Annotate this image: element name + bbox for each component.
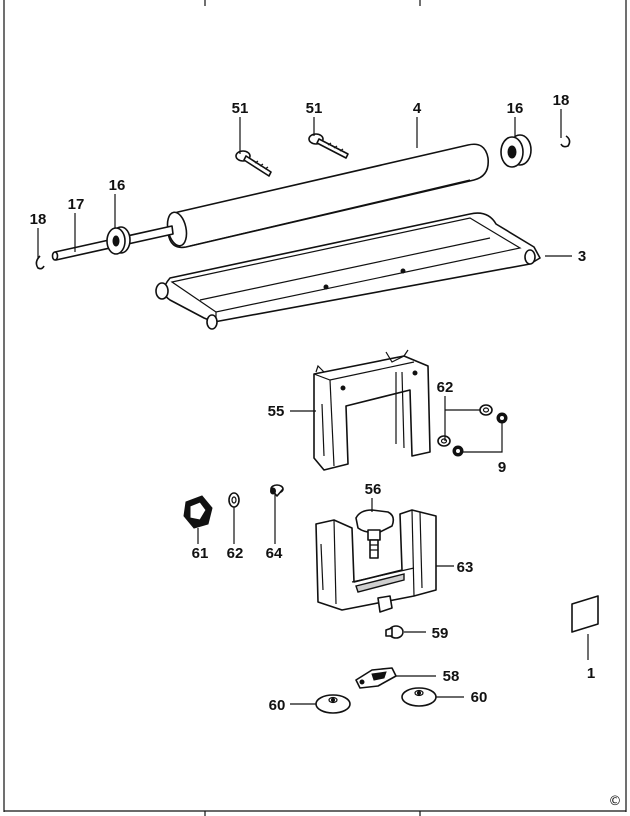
label-62-upper: 62 (437, 379, 454, 396)
label-18-left: 18 (30, 211, 47, 228)
callout-labels: 51 51 4 16 18 16 17 18 3 62 55 9 56 61 6… (30, 92, 596, 714)
circlip-right-part-18 (560, 135, 571, 148)
clip-part-58 (355, 667, 397, 689)
label-63: 63 (457, 559, 474, 576)
label-51-right: 51 (306, 100, 323, 117)
page-frame (3, 0, 627, 816)
label-60-right: 60 (471, 689, 488, 706)
label-3: 3 (578, 248, 586, 265)
label-18-right: 18 (553, 92, 570, 109)
foot-right-part-60 (401, 687, 437, 707)
label-9: 9 (498, 459, 506, 476)
label-62-lower: 62 (227, 545, 244, 562)
washer-lower-part-62 (437, 435, 451, 447)
roller-frame-part-3 (155, 212, 541, 330)
label-59: 59 (432, 625, 449, 642)
bolt-right-part-51 (308, 133, 349, 159)
label-4: 4 (413, 100, 422, 117)
label-16-left: 16 (109, 177, 126, 194)
copyright-mark: © (609, 794, 622, 809)
label-58: 58 (443, 668, 460, 685)
label-55: 55 (268, 403, 285, 420)
label-51-left: 51 (232, 100, 249, 117)
nut-lower-part-9 (452, 445, 464, 457)
roller-tube-part-4 (166, 143, 490, 249)
label-1: 1 (587, 665, 595, 682)
label-plate-part-1 (571, 595, 599, 633)
label-56: 56 (365, 481, 382, 498)
screw-part-64 (270, 484, 284, 497)
circlip-left-part-18 (35, 255, 45, 270)
label-61: 61 (192, 545, 209, 562)
bolt-left-part-51 (235, 150, 272, 177)
stand-base-part-63 (315, 509, 437, 613)
label-16-right: 16 (507, 100, 524, 117)
nut-upper-part-9 (496, 412, 508, 424)
knob-part-61 (183, 495, 213, 529)
washer-upper-part-62 (479, 404, 493, 416)
washer-part-62 (228, 492, 240, 508)
leader-lines (37, 109, 589, 705)
foot-left-part-60 (315, 694, 351, 714)
label-60-left: 60 (269, 697, 286, 714)
bearing-left-part-16 (106, 226, 131, 255)
label-64: 64 (266, 545, 283, 562)
knob-bolt-part-56 (355, 509, 395, 559)
label-17: 17 (68, 196, 85, 213)
pivot-pin-part-59 (385, 625, 404, 639)
stand-upper-part-55 (313, 349, 431, 471)
bearing-right-part-16 (500, 134, 532, 168)
